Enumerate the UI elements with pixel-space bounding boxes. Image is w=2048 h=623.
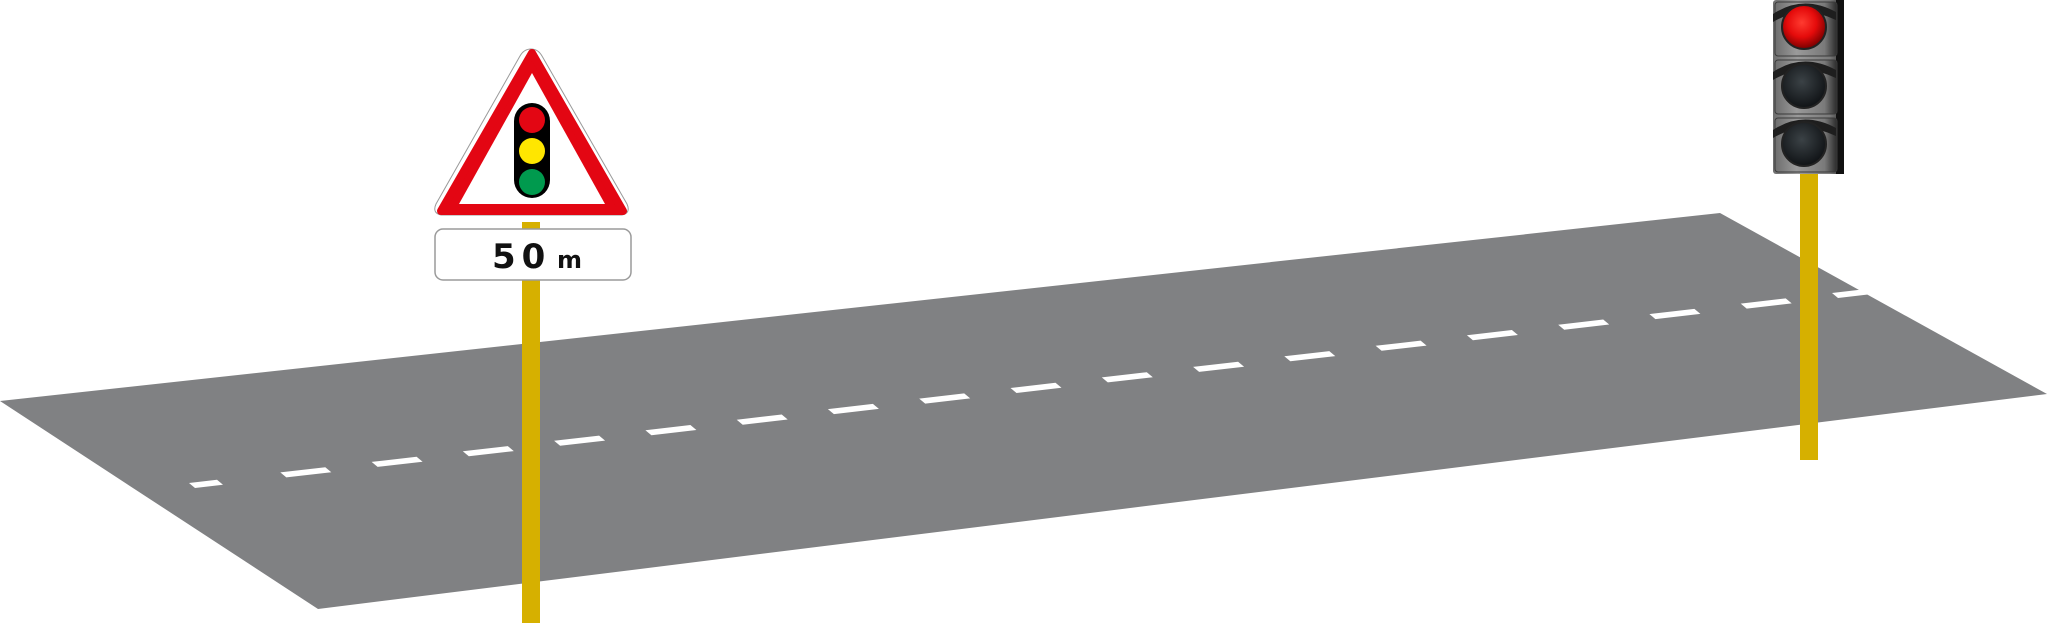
lane-dash xyxy=(554,435,606,446)
lamp-unit-middle xyxy=(1773,59,1838,115)
lane-dash xyxy=(189,479,223,488)
lane-dash xyxy=(645,425,697,436)
symbol-green-lamp xyxy=(519,169,545,195)
warning-sign: 50 m xyxy=(434,48,632,281)
traffic-light xyxy=(1773,0,1844,174)
distance-unit: m xyxy=(557,246,582,274)
distance-plate: 50 m xyxy=(434,228,632,281)
lane-dash xyxy=(280,467,332,478)
lane-dash xyxy=(462,446,514,457)
lane-dash xyxy=(371,456,423,467)
lane-dash xyxy=(1649,308,1701,320)
lane-dash xyxy=(1740,298,1792,309)
lamp-unit-bottom xyxy=(1773,117,1838,173)
lane-dashes xyxy=(189,287,1883,488)
lane-dash xyxy=(1558,319,1610,330)
symbol-red-lamp xyxy=(519,107,545,133)
yellow-lamp xyxy=(1781,63,1827,109)
sign-pole xyxy=(522,222,540,623)
lane-dash xyxy=(1101,372,1153,383)
lane-dash xyxy=(1010,382,1062,393)
lane-dash xyxy=(919,393,971,404)
road-surface xyxy=(0,213,2047,609)
traffic-light-pole xyxy=(1800,170,1818,460)
red-lamp xyxy=(1781,4,1827,50)
lane-dash xyxy=(1466,330,1518,341)
lane-dash xyxy=(827,403,879,415)
symbol-yellow-lamp xyxy=(519,138,545,164)
lane-dash xyxy=(1832,287,1883,298)
distance-value: 50 xyxy=(492,237,551,277)
lane-dash xyxy=(1284,351,1336,362)
green-lamp xyxy=(1781,121,1827,167)
lane-dash xyxy=(1193,361,1245,372)
traffic-light-icon xyxy=(514,103,550,198)
lamp-unit-top xyxy=(1773,1,1838,57)
lane-dash xyxy=(1375,340,1427,351)
lane-dash xyxy=(736,414,788,425)
